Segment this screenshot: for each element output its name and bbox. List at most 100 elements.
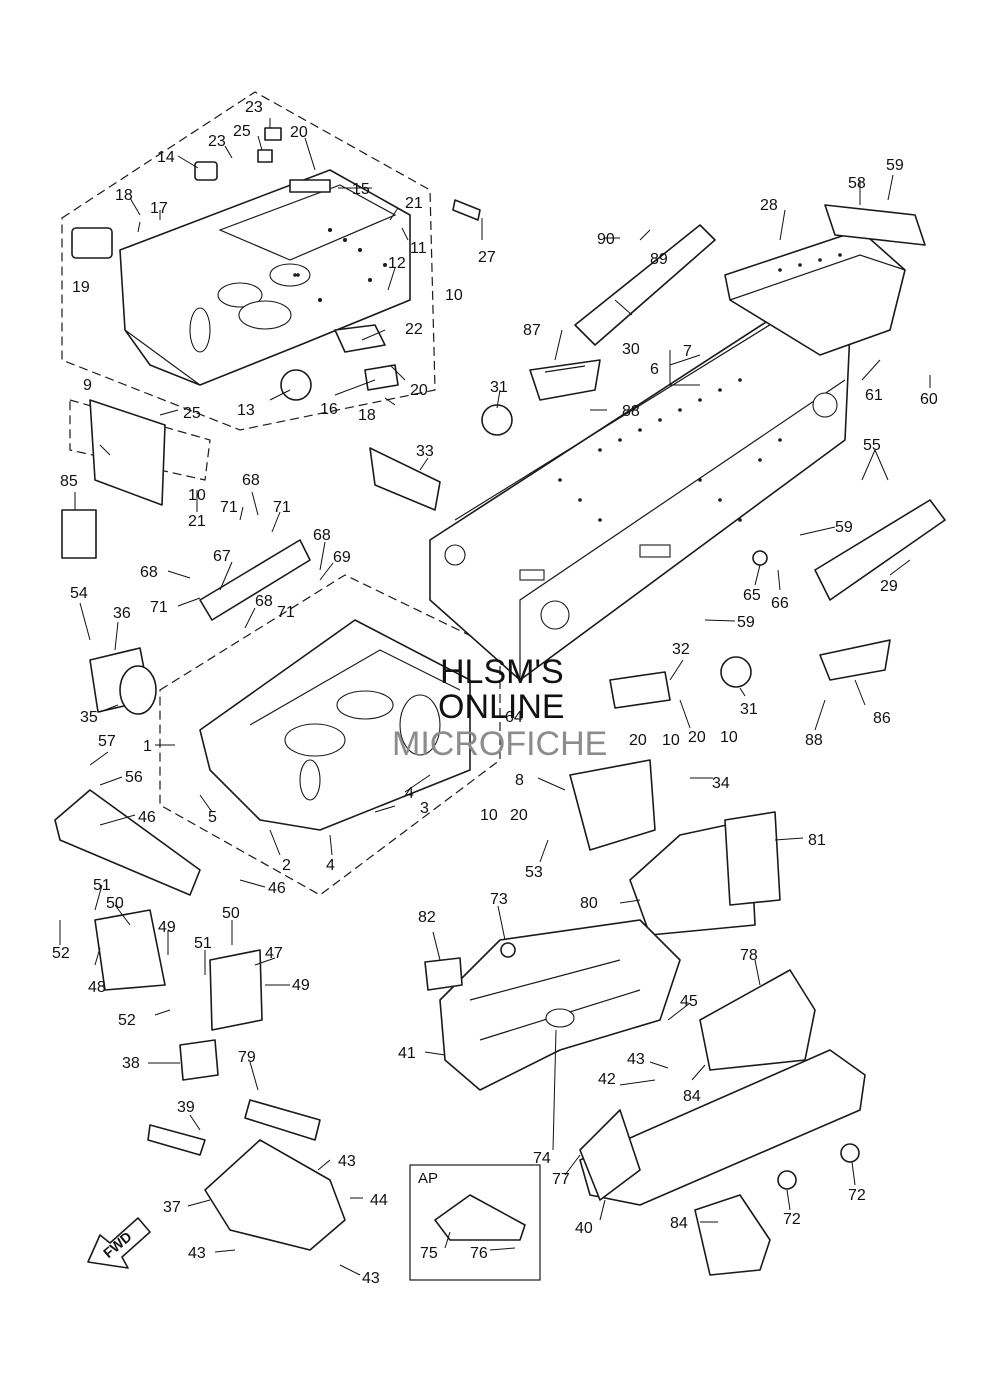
callout-labels: 23 25 23 14 20 15 21 11 12 10 22 20 13 1… <box>52 99 938 1287</box>
watermark-line-3: MICROFICHE <box>392 725 607 763</box>
callout-24: 23 <box>208 133 226 150</box>
callout-55: 54 <box>70 585 88 602</box>
callout-71-b: 71 <box>150 599 168 616</box>
callout-90: 90 <box>597 231 615 248</box>
part-87-cup <box>529 359 601 401</box>
callout-40: 40 <box>575 1220 593 1237</box>
callout-88-top: 88 <box>622 403 640 420</box>
ap-label: AP <box>418 1170 438 1187</box>
part-79-strip <box>244 1099 321 1141</box>
callout-27: 27 <box>478 249 496 266</box>
part-14-plate <box>194 161 218 181</box>
callout-45: 45 <box>680 993 698 1010</box>
callout-88-low: 88 <box>805 732 823 749</box>
callout-71-a: 71 <box>273 499 291 516</box>
front-frame-upper <box>119 169 411 386</box>
callout-52-b: 51 <box>194 935 212 952</box>
callout-10-left: 10 <box>188 487 206 504</box>
front-frame-lower <box>199 619 471 831</box>
callout-18-top: 18 <box>115 187 133 204</box>
callout-8: 8 <box>515 772 524 789</box>
callout-30: 30 <box>622 341 640 358</box>
callout-37: 37 <box>163 1199 181 1216</box>
callout-43-b: 43 <box>188 1245 206 1262</box>
callout-16: 16 <box>320 401 338 418</box>
callout-35: 35 <box>80 709 98 726</box>
callout-73: 73 <box>490 891 508 908</box>
callout-60-low: 59 <box>737 614 755 631</box>
callout-48: 47 <box>265 945 283 962</box>
watermark-line-1: HLSM'S <box>440 653 564 691</box>
callout-80: 80 <box>580 895 598 912</box>
part-78-pad <box>699 969 816 1071</box>
part-30-rail <box>574 224 716 346</box>
callout-4-b: 4 <box>405 785 414 802</box>
watermark: HLSM'S ONLINE MICROFICHE <box>392 653 607 763</box>
hub-13 <box>296 273 300 277</box>
part-9-panel <box>89 399 166 506</box>
callout-23: 23 <box>245 99 263 116</box>
ap-inset-box <box>409 1164 541 1281</box>
callout-67: 67 <box>213 548 231 565</box>
callout-69: 69 <box>333 549 351 566</box>
callout-59: 58 <box>848 175 866 192</box>
callout-11: 11 <box>410 240 427 257</box>
callout-7: 7 <box>683 343 692 360</box>
callout-66: 66 <box>771 595 789 612</box>
callout-56: 55 <box>863 437 881 454</box>
callout-76: 76 <box>470 1245 488 1262</box>
callout-22: 22 <box>405 321 423 338</box>
part-22-plate <box>334 324 386 353</box>
callout-82: 82 <box>418 909 436 926</box>
callout-18-mid: 18 <box>358 407 376 424</box>
callout-49: 48 <box>88 979 106 996</box>
callout-68-b: 68 <box>313 527 331 544</box>
callout-10-low-b: 10 <box>720 729 738 746</box>
callout-1: 1 <box>143 738 152 755</box>
fwd-arrow-icon: FWD <box>87 1217 151 1269</box>
callout-39: 39 <box>177 1099 195 1116</box>
upper-frame-group-outline <box>61 91 436 431</box>
callout-89: 89 <box>650 251 668 268</box>
part-46-bumper <box>54 789 201 896</box>
part-35-boot <box>119 665 157 715</box>
callout-3: 3 <box>420 800 429 817</box>
leader-lines <box>59 118 931 1276</box>
callout-42: 42 <box>598 1071 616 1088</box>
callout-43-d: 43 <box>627 1051 645 1068</box>
callout-60-top: 59 <box>886 157 904 174</box>
watermark-line-2: ONLINE <box>438 688 565 726</box>
bracket-group-outline <box>69 399 211 481</box>
part-86-cup <box>819 639 891 681</box>
part-29-rail <box>814 499 946 601</box>
part-39-plate <box>147 1124 206 1156</box>
part-23-clip <box>264 127 282 141</box>
callout-86: 86 <box>873 710 891 727</box>
part-75-guard <box>434 1194 526 1241</box>
part-59-bracket <box>824 204 926 246</box>
callout-4-a: 4 <box>326 857 335 874</box>
callout-6: 6 <box>650 361 659 378</box>
part-82-foam <box>424 957 463 991</box>
callout-68-d: 68 <box>255 593 273 610</box>
callout-10-top: 10 <box>445 287 463 304</box>
callout-64: 64 <box>505 709 523 726</box>
part-13-hub <box>293 273 297 277</box>
callout-15: 15 <box>352 181 370 198</box>
callout-29: 29 <box>880 578 898 595</box>
callout-13: 13 <box>237 402 255 419</box>
callout-2: 2 <box>282 857 291 874</box>
hub-13-disc <box>280 369 312 401</box>
part-8-housing <box>569 759 656 851</box>
part-81-pad <box>724 811 781 906</box>
callout-19: 19 <box>72 279 90 296</box>
callout-20-low-b: 20 <box>688 729 706 746</box>
callout-14: 14 <box>157 149 175 166</box>
callout-84: 84 <box>683 1088 701 1105</box>
tunnel <box>429 299 851 681</box>
callout-58: 57 <box>98 733 116 750</box>
callout-75: 75 <box>420 1245 438 1262</box>
callout-50-b: 49 <box>292 977 310 994</box>
callout-34: 34 <box>712 775 730 792</box>
callout-60-mid: 59 <box>835 519 853 536</box>
